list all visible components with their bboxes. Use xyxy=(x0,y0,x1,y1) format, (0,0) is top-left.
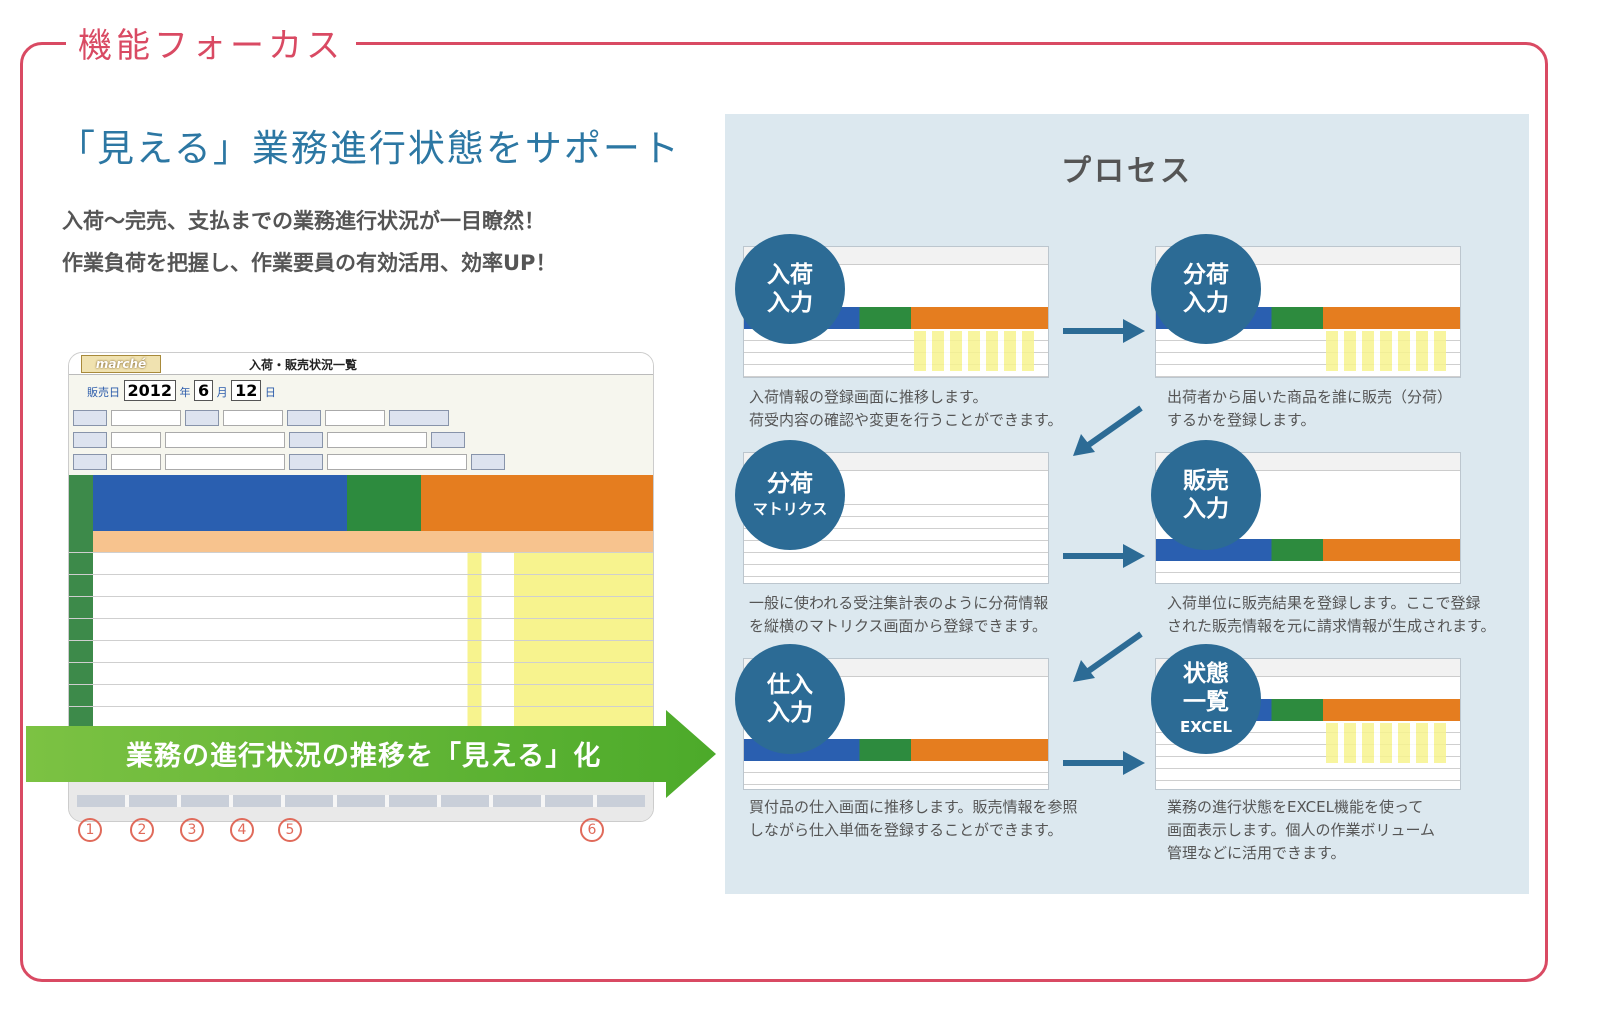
step-5-desc-line: しながら仕入単価を登録することができます。 xyxy=(749,821,1063,839)
lead-line-1: 入荷～完売、支払までの業務進行状況が一目瞭然！ xyxy=(62,209,545,233)
step-3-line1: 分荷 xyxy=(767,471,813,497)
table-row xyxy=(69,663,653,685)
step-4-line2: 入力 xyxy=(1183,496,1229,522)
step-6-line2: 一覧 xyxy=(1183,689,1229,715)
arrow-right-icon xyxy=(1063,544,1145,568)
sale-date-year: 2012 xyxy=(123,380,177,401)
marker-4: 4 xyxy=(230,818,254,842)
headline: 「見える」業務進行状態をサポート xyxy=(58,127,681,170)
step-2-line2: 入力 xyxy=(1183,290,1229,316)
step-2-desc-line: 出荷者から届いた商品を誰に販売（分荷） xyxy=(1167,388,1453,406)
lead-text: 入荷～完売、支払までの業務進行状況が一目瞭然！ 作業負荷を把握し、作業要員の有効… xyxy=(62,200,556,284)
sale-date-month: 6 xyxy=(194,380,214,401)
step-1-badge: 入荷 入力 xyxy=(735,234,845,344)
step-4-desc-line: 入荷単位に販売結果を登録します。ここで登録 xyxy=(1167,594,1481,612)
process-panel: プロセス 入荷 入力 入荷情報の登録画面に推移します。 荷受内容の確認や変更を行… xyxy=(725,114,1529,894)
arrow-down-left-icon xyxy=(1073,405,1143,456)
marche-logo: marché xyxy=(81,355,161,373)
step-1-desc-line: 入荷情報の登録画面に推移します。 xyxy=(749,388,988,406)
step-2-desc-line: するかを登録します。 xyxy=(1167,411,1316,429)
arrow-down-left-icon xyxy=(1073,631,1143,682)
visualize-banner: 業務の進行状況の推移を「見える」化 xyxy=(26,710,716,798)
step-6-line1: 状態 xyxy=(1183,661,1229,687)
step-5-badge: 仕入 入力 xyxy=(735,644,845,754)
sale-date: 販売日 2012 年 6 月 12 日 xyxy=(87,380,276,401)
process-title: プロセス xyxy=(1061,154,1193,189)
marker-1: 1 xyxy=(78,818,102,842)
step-2-line1: 分荷 xyxy=(1183,262,1229,288)
grid-header xyxy=(69,475,653,531)
step-1-desc-line: 荷受内容の確認や変更を行うことができます。 xyxy=(749,411,1063,429)
sale-date-day: 12 xyxy=(231,380,262,401)
marker-6: 6 xyxy=(580,818,604,842)
step-2-desc: 出荷者から届いた商品を誰に販売（分荷） するかを登録します。 xyxy=(1167,386,1452,432)
function-key-markers: 1 2 3 4 5 6 xyxy=(78,818,618,844)
screenshot-title: 入荷・販売状況一覧 xyxy=(249,358,358,372)
step-5-desc: 買付品の仕入画面に推移します。販売情報を参照 しながら仕入単価を登録することがで… xyxy=(749,796,1078,842)
table-row xyxy=(69,619,653,641)
arrow-right-icon xyxy=(1063,751,1145,775)
step-1-line1: 入荷 xyxy=(767,262,813,288)
step-3-line2: マトリクス xyxy=(752,500,828,518)
step-6-desc: 業務の進行状態をEXCEL機能を使って 画面表示します。個人の作業ボリューム 管… xyxy=(1167,796,1435,865)
step-6-desc-line: 画面表示します。個人の作業ボリューム xyxy=(1167,821,1436,839)
frame-title: 機能フォーカス xyxy=(66,22,356,70)
step-1-desc: 入荷情報の登録画面に推移します。 荷受内容の確認や変更を行うことができます。 xyxy=(749,386,1063,432)
step-3-desc-line: を縦横のマトリクス画面から登録できます。 xyxy=(749,617,1048,635)
step-4-desc: 入荷単位に販売結果を登録します。ここで登録 された販売情報を元に請求情報が生成さ… xyxy=(1167,592,1496,638)
step-6-desc-line: 業務の進行状態をEXCEL機能を使って xyxy=(1167,798,1424,816)
table-row xyxy=(69,531,653,553)
banner-text: 業務の進行状況の推移を「見える」化 xyxy=(126,741,602,772)
table-row xyxy=(69,575,653,597)
table-row xyxy=(69,707,653,729)
banner-arrow-icon xyxy=(26,710,716,798)
step-4-line1: 販売 xyxy=(1183,468,1229,494)
step-2-badge: 分荷 入力 xyxy=(1151,234,1261,344)
arrow-right-icon xyxy=(1063,319,1145,343)
table-row xyxy=(69,685,653,707)
step-6-line3: EXCEL xyxy=(1179,718,1233,736)
table-row xyxy=(69,553,653,575)
step-6-desc-line: 管理などに活用できます。 xyxy=(1167,844,1346,862)
screenshot-form xyxy=(69,405,653,471)
step-5-line1: 仕入 xyxy=(767,672,813,698)
step-3-badge: 分荷 マトリクス xyxy=(735,440,845,550)
step-1-line2: 入力 xyxy=(767,290,813,316)
marker-5: 5 xyxy=(278,818,302,842)
table-row xyxy=(69,641,653,663)
sale-date-label: 販売日 xyxy=(87,386,120,399)
step-5-line2: 入力 xyxy=(767,700,813,726)
screenshot-titlebar: marché 入荷・販売状況一覧 xyxy=(69,353,653,375)
marker-2: 2 xyxy=(130,818,154,842)
step-4-desc-line: された販売情報を元に請求情報が生成されます。 xyxy=(1167,617,1496,635)
feature-frame xyxy=(20,42,1548,982)
marker-3: 3 xyxy=(180,818,204,842)
step-3-desc-line: 一般に使われる受注集計表のように分荷情報 xyxy=(749,594,1049,612)
lead-line-2: 作業負荷を把握し、作業要員の有効活用、効率UP！ xyxy=(62,251,557,275)
step-6-badge: 状態 一覧 EXCEL xyxy=(1151,644,1261,754)
status-grid xyxy=(69,475,653,729)
step-3-desc: 一般に使われる受注集計表のように分荷情報 を縦横のマトリクス画面から登録できます… xyxy=(749,592,1048,638)
step-4-badge: 販売 入力 xyxy=(1151,440,1261,550)
step-5-desc-line: 買付品の仕入画面に推移します。販売情報を参照 xyxy=(749,798,1078,816)
table-row xyxy=(69,597,653,619)
